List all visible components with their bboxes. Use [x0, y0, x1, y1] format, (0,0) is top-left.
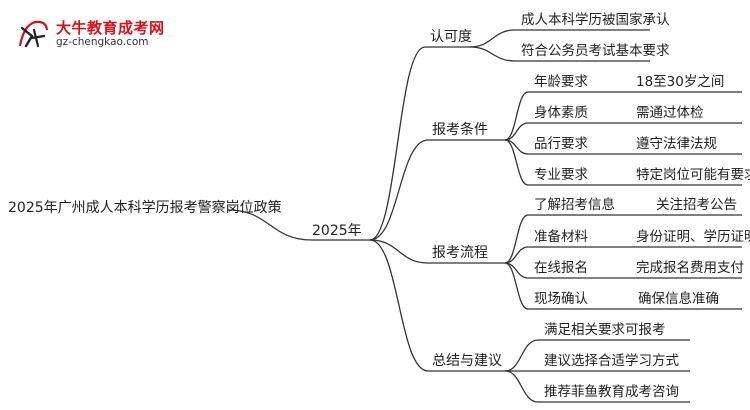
edge-branch-leaf — [504, 139, 529, 186]
logo-url: gz-chengkao.com — [56, 36, 149, 48]
leaf-detail: 确保信息准确 — [638, 291, 719, 307]
branch-recognition: 认可度 — [430, 29, 472, 45]
edge-branch-leaf — [504, 91, 529, 141]
leaf-detail: 需通过体检 — [636, 105, 704, 121]
branch-summary: 总结与建议 — [432, 353, 502, 369]
edge-branch-leaf — [504, 370, 539, 403]
leaf-label: 年龄要求 — [534, 74, 588, 90]
edge-root-center — [227, 209, 313, 241]
edge-branch-leaf — [504, 214, 529, 264]
leaf-detail: 特定岗位可能有要求 — [636, 167, 750, 183]
leaf-detail: 18至30岁之间 — [636, 74, 725, 90]
leaf-label: 建议选择合适学习方式 — [544, 353, 679, 369]
edge-center-branch — [369, 239, 429, 264]
leaf-label: 身体素质 — [534, 105, 588, 121]
edge-branch-leaf — [504, 339, 539, 372]
site-logo[interactable]: 大牛教育成考网 gz-chengkao.com — [6, 14, 166, 52]
leaf-detail: 遵守法律法规 — [636, 136, 717, 152]
branch-requirements: 报考条件 — [432, 122, 488, 138]
mindmap-center: 2025年 — [312, 223, 362, 239]
edge-branch-leaf — [504, 122, 529, 141]
leaf-label: 专业要求 — [534, 167, 588, 183]
edge-center-branch — [369, 46, 426, 241]
mindmap-root: 2025年广州成人本科学历报考警察岗位政策 — [8, 200, 282, 216]
leaf-label: 成人本科学历被国家承认 — [521, 12, 670, 28]
leaf-detail: 身份证明、学历证明 — [636, 229, 750, 245]
leaf-label: 推荐菲鱼教育成考咨询 — [544, 384, 679, 400]
edge-branch-leaf — [469, 46, 516, 62]
logo-title: 大牛教育成考网 — [56, 19, 165, 37]
leaf-label: 符合公务员考试基本要求 — [521, 43, 670, 59]
leaf-label: 现场确认 — [534, 291, 588, 307]
leaf-label: 满足相关要求可报考 — [544, 322, 666, 338]
leaf-detail: 完成报名费用支付 — [636, 260, 744, 276]
edge-center-branch — [369, 139, 429, 241]
edge-branch-leaf — [504, 262, 529, 310]
leaf-label: 品行要求 — [534, 136, 588, 152]
leaf-detail: 关注招考公告 — [656, 197, 737, 213]
branch-process: 报考流程 — [432, 245, 488, 261]
leaf-label: 准备材料 — [534, 229, 588, 245]
edge-center-branch — [369, 239, 429, 372]
edge-branch-leaf — [469, 29, 516, 48]
logo-mark-icon — [18, 20, 49, 48]
leaf-label: 在线报名 — [534, 260, 588, 276]
edge-branch-leaf — [504, 246, 529, 264]
leaf-label: 了解招考信息 — [534, 197, 615, 213]
